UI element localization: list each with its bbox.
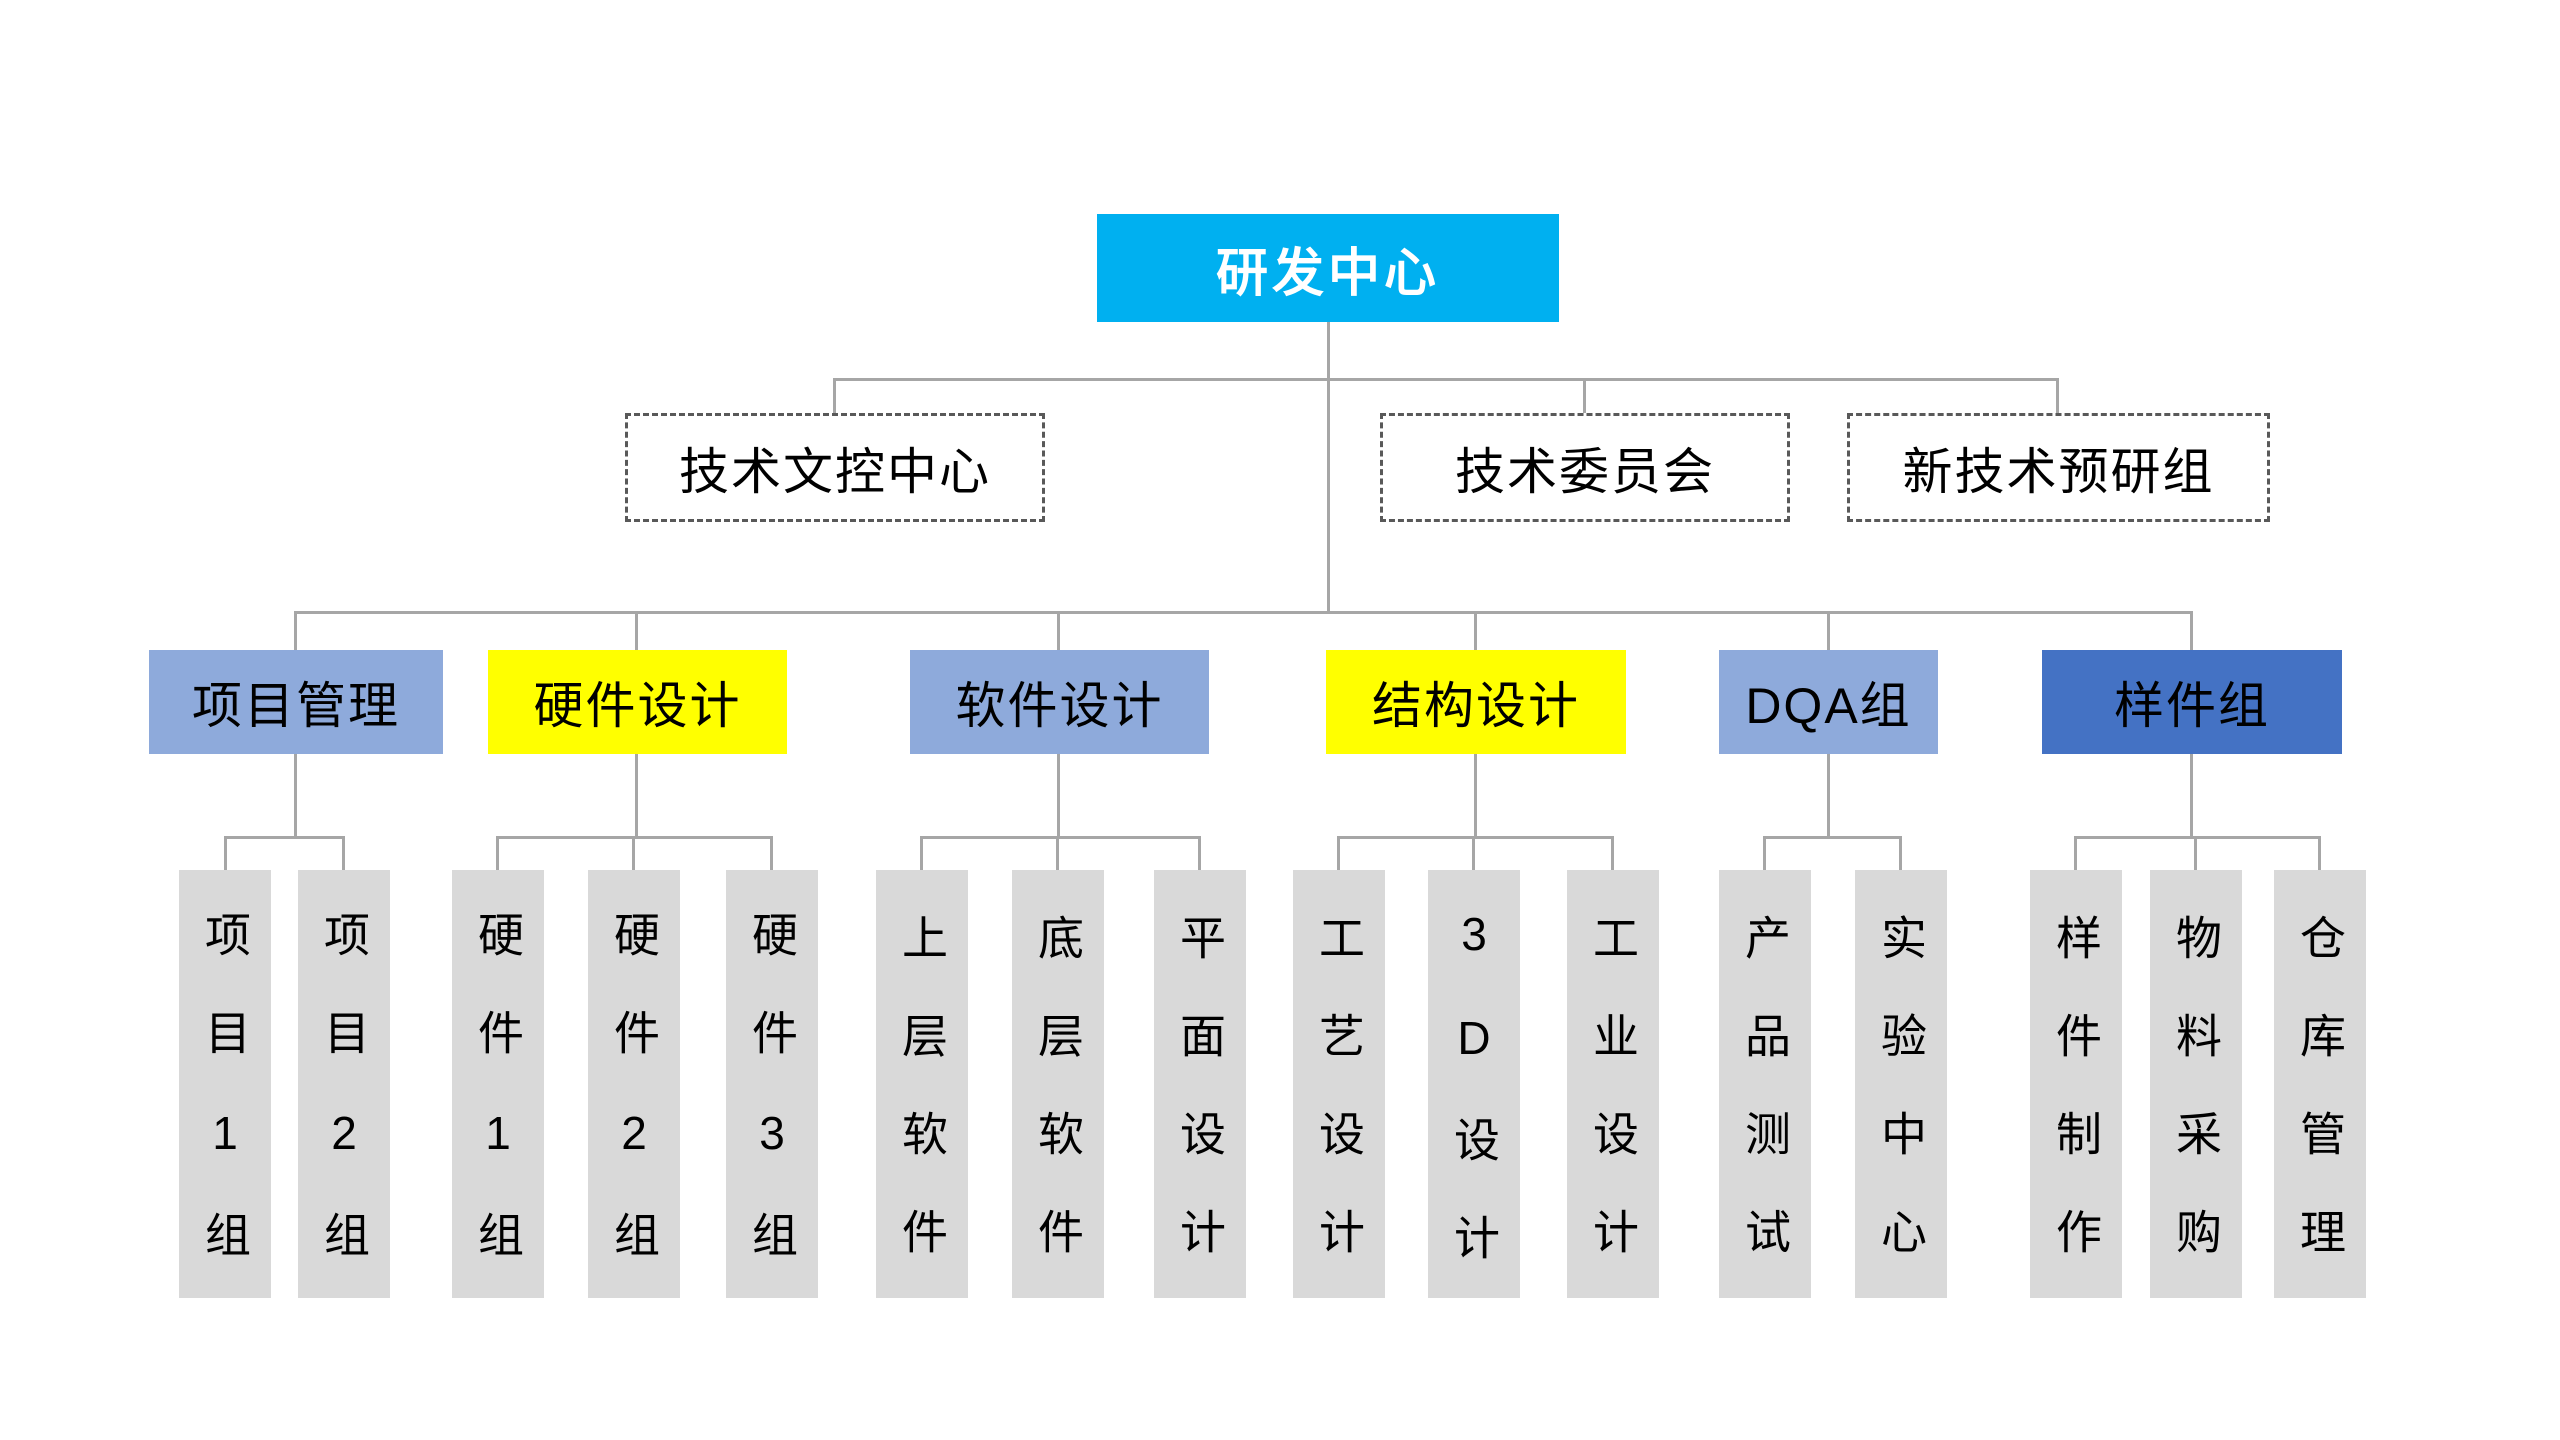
node-warehouse-management: 仓库管理 — [2274, 870, 2366, 1306]
connector-children-drop-3 — [1057, 754, 1060, 839]
connector-leaf-stub — [632, 836, 635, 870]
node-dqa-group-label: DQA组 — [1745, 678, 1912, 734]
node-hardware-group-2-label: 硬件2组 — [608, 911, 660, 1309]
connector-leaf-stub — [1337, 836, 1340, 870]
connector-leaf-stub — [2074, 836, 2077, 870]
node-hardware-group-3-label: 硬件3组 — [746, 911, 798, 1309]
node-process-design-label: 工艺设计 — [1313, 914, 1365, 1306]
node-tech-doc-control-center: 技术文控中心 — [625, 413, 1045, 522]
connector-leaf-stub — [2318, 836, 2321, 870]
node-material-purchasing-label: 物料采购 — [2170, 914, 2222, 1306]
connector-leaf-stub — [1611, 836, 1614, 870]
connector-staff-bus — [835, 378, 2058, 381]
node-hardware-group-1: 硬件1组 — [452, 870, 544, 1309]
node-project-group-2: 项目2组 — [298, 870, 390, 1309]
node-3d-design: 3D设计 — [1428, 870, 1520, 1312]
connector-children-bus-2 — [498, 836, 772, 839]
node-new-tech-pre-research: 新技术预研组 — [1847, 413, 2270, 522]
node-hardware-design-label: 硬件设计 — [533, 678, 742, 734]
node-warehouse-management-label: 仓库管理 — [2294, 914, 2346, 1306]
node-rd-center-label: 研发中心 — [1215, 244, 1440, 303]
node-graphic-design-label: 平面设计 — [1174, 914, 1226, 1306]
connector-leaf-stub — [2194, 836, 2197, 870]
connector-leaf-stub — [1472, 836, 1475, 870]
connector-dept-stub-6 — [2190, 611, 2193, 650]
connector-children-bus-6 — [2076, 836, 2320, 839]
node-sample-making-label: 样件制作 — [2050, 914, 2102, 1306]
node-tech-doc-control-center-label: 技术文控中心 — [679, 443, 991, 500]
node-new-tech-pre-research-label: 新技术预研组 — [1902, 443, 2215, 500]
node-lab-center-label: 实验中心 — [1875, 914, 1927, 1306]
connector-children-bus-5 — [1765, 836, 1901, 839]
connector-dept-stub-1 — [294, 611, 297, 650]
connector-dept-stub-4 — [1474, 611, 1477, 650]
connector-staff-stub-1 — [833, 378, 836, 413]
node-sample-group-label: 样件组 — [2114, 678, 2270, 734]
connector-leaf-stub — [1899, 836, 1902, 870]
node-project-group-1: 项目1组 — [179, 870, 271, 1309]
connector-leaf-stub — [224, 836, 227, 870]
connector-dept-bus — [296, 611, 2192, 614]
connector-root-vertical — [1327, 322, 1330, 612]
connector-staff-stub-3 — [2056, 378, 2059, 413]
node-product-testing: 产品测试 — [1719, 870, 1811, 1306]
node-project-group-2-label: 项目2组 — [318, 911, 370, 1309]
node-material-purchasing: 物料采购 — [2150, 870, 2242, 1306]
node-software-design: 软件设计 — [910, 650, 1209, 754]
connector-dept-stub-3 — [1057, 611, 1060, 650]
node-lower-software: 底层软件 — [1012, 870, 1104, 1306]
node-tech-committee-label: 技术委员会 — [1455, 443, 1715, 500]
connector-children-drop-1 — [294, 754, 297, 839]
connector-leaf-stub — [770, 836, 773, 870]
node-upper-software-label: 上层软件 — [896, 914, 948, 1306]
connector-children-drop-5 — [1827, 754, 1830, 839]
node-3d-design-label: 3D设计 — [1448, 908, 1500, 1312]
node-tech-committee: 技术委员会 — [1380, 413, 1790, 522]
node-rd-center: 研发中心 — [1097, 214, 1559, 322]
node-graphic-design: 平面设计 — [1154, 870, 1246, 1306]
connector-leaf-stub — [1198, 836, 1201, 870]
node-product-testing-label: 产品测试 — [1739, 914, 1791, 1306]
node-sample-making: 样件制作 — [2030, 870, 2122, 1306]
connector-children-drop-2 — [635, 754, 638, 839]
node-lab-center: 实验中心 — [1855, 870, 1947, 1306]
connector-leaf-stub — [342, 836, 345, 870]
connector-dept-stub-2 — [635, 611, 638, 650]
node-project-management: 项目管理 — [149, 650, 443, 754]
connector-children-bus-3 — [922, 836, 1200, 839]
node-hardware-group-2: 硬件2组 — [588, 870, 680, 1309]
connector-staff-stub-2 — [1583, 378, 1586, 413]
connector-leaf-stub — [1763, 836, 1766, 870]
node-project-group-1-label: 项目1组 — [199, 911, 251, 1309]
connector-children-bus-1 — [225, 836, 344, 839]
connector-children-drop-6 — [2190, 754, 2193, 839]
node-hardware-group-3: 硬件3组 — [726, 870, 818, 1309]
connector-leaf-stub — [920, 836, 923, 870]
node-hardware-group-1-label: 硬件1组 — [472, 911, 524, 1309]
connector-leaf-stub — [496, 836, 499, 870]
node-industrial-design: 工业设计 — [1567, 870, 1659, 1306]
node-upper-software: 上层软件 — [876, 870, 968, 1306]
connector-leaf-stub — [1056, 836, 1059, 870]
node-hardware-design: 硬件设计 — [488, 650, 787, 754]
connector-children-bus-4 — [1339, 836, 1613, 839]
node-sample-group: 样件组 — [2042, 650, 2342, 754]
connector-children-drop-4 — [1474, 754, 1477, 839]
node-structure-design: 结构设计 — [1326, 650, 1626, 754]
node-dqa-group: DQA组 — [1719, 650, 1938, 754]
node-industrial-design-label: 工业设计 — [1587, 914, 1639, 1306]
connector-dept-stub-5 — [1827, 611, 1830, 650]
node-process-design: 工艺设计 — [1293, 870, 1385, 1306]
node-software-design-label: 软件设计 — [955, 678, 1164, 734]
node-lower-software-label: 底层软件 — [1032, 914, 1084, 1306]
node-structure-design-label: 结构设计 — [1372, 678, 1580, 734]
node-project-management-label: 项目管理 — [192, 678, 400, 734]
